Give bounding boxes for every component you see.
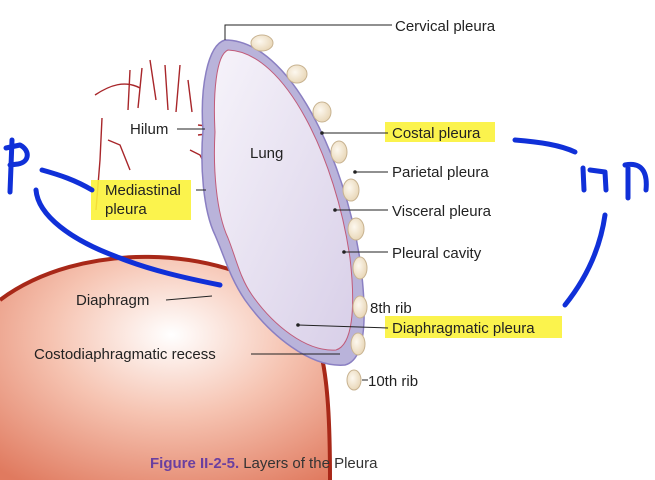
leader-diaphragmatic xyxy=(297,324,389,329)
rib-column xyxy=(250,34,368,391)
dot-visceral xyxy=(333,208,337,212)
highlight-mediastinal xyxy=(91,180,191,220)
labels: Cervical pleura Costal pleura Parietal p… xyxy=(34,18,535,390)
highlight-costal xyxy=(385,122,495,142)
label-cervical-pleura: Cervical pleura xyxy=(395,18,496,35)
leader-lines xyxy=(165,24,392,381)
label-hilum: Hilum xyxy=(130,121,168,138)
figure-caption: Figure II-2-5.Layers of the Pleura xyxy=(150,455,378,472)
rib xyxy=(350,332,366,356)
label-lung: Lung xyxy=(250,145,283,162)
lung-body xyxy=(213,49,354,351)
annotation-far-right-glyph xyxy=(622,161,649,201)
label-pleural-cavity: Pleural cavity xyxy=(392,245,482,262)
handwritten-annotations xyxy=(3,137,649,308)
rib xyxy=(330,140,348,164)
label-parietal-pleura: Parietal pleura xyxy=(392,164,489,181)
figure-title: Layers of the Pleura xyxy=(243,455,378,472)
label-visceral-pleura: Visceral pleura xyxy=(392,203,492,220)
diaphragm-dome xyxy=(0,256,330,480)
annotation-right-curve xyxy=(562,212,608,308)
rib xyxy=(312,101,332,123)
rib xyxy=(347,217,365,241)
label-costodiaphragmatic-recess: Costodiaphragmatic recess xyxy=(34,346,216,363)
annotation-right-top-stroke xyxy=(512,137,578,155)
highlights xyxy=(91,122,562,338)
rib-8 xyxy=(352,295,368,319)
rib xyxy=(286,64,308,84)
highlight-diaphragmatic xyxy=(385,316,562,338)
rib xyxy=(250,34,274,52)
rib xyxy=(352,256,368,280)
label-diaphragm: Diaphragm xyxy=(76,292,149,309)
annotation-left-lower-stroke xyxy=(33,187,223,288)
annotation-left-glyph xyxy=(3,137,30,195)
annotation-right-glyph xyxy=(580,165,609,193)
label-rib-10: 10th rib xyxy=(368,373,418,390)
figure-number: Figure II-2-5. xyxy=(150,455,239,472)
rib xyxy=(342,178,360,202)
leader-cervical xyxy=(224,24,392,40)
leader-dots xyxy=(296,131,357,327)
label-mediastinal-pleura-line1: Mediastinal xyxy=(105,182,181,199)
annotation-left-upper-stroke xyxy=(39,167,95,193)
dot-diaphragmatic xyxy=(296,323,300,327)
label-rib-8: 8th rib xyxy=(370,300,412,317)
dot-parietal xyxy=(353,170,357,174)
dot-cavity xyxy=(342,250,346,254)
label-diaphragmatic-pleura: Diaphragmatic pleura xyxy=(392,320,535,337)
rib-10 xyxy=(346,369,362,391)
dot-costal xyxy=(320,131,324,135)
label-mediastinal-pleura-line2: pleura xyxy=(105,201,147,218)
label-costal-pleura: Costal pleura xyxy=(392,125,481,142)
leader-diaphragm xyxy=(165,295,213,301)
